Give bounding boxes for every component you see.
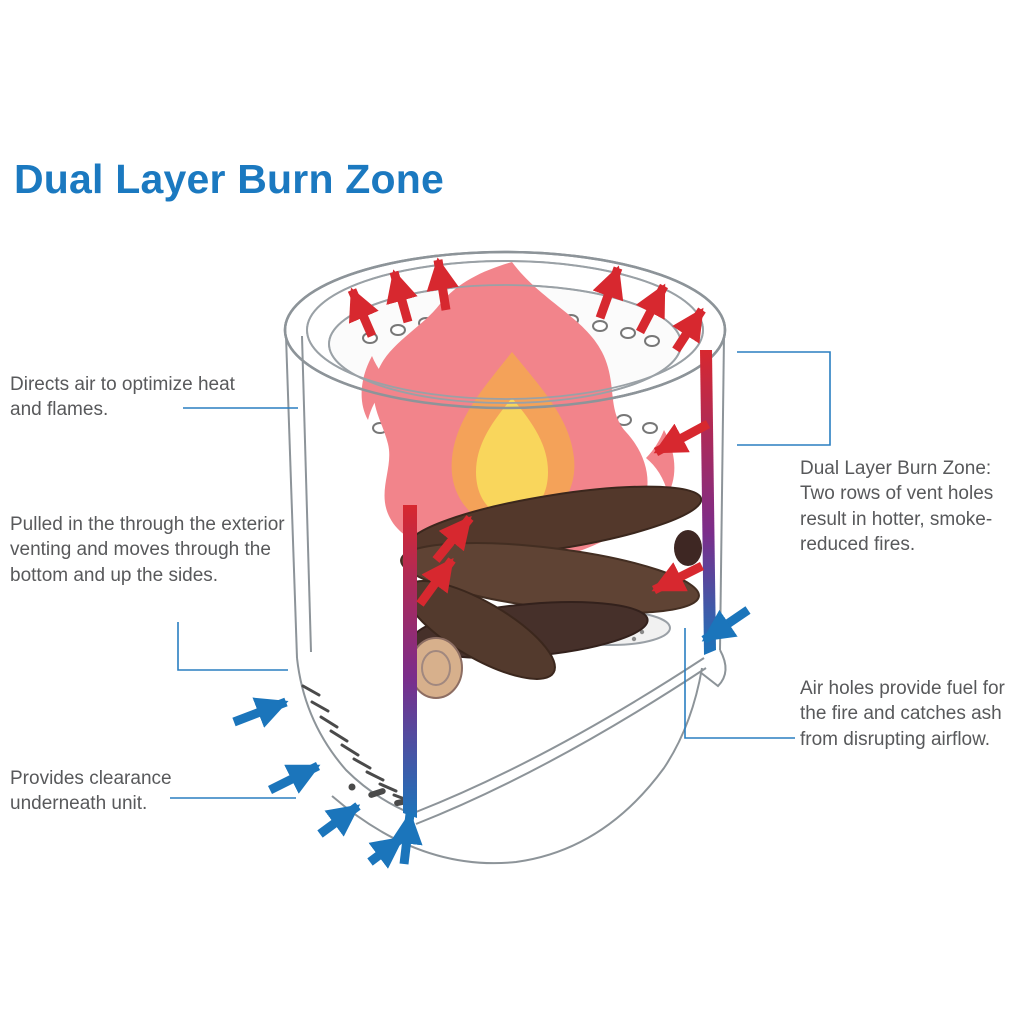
callout-pulled-in: Pulled in the through the exterior venti… [10,514,285,586]
flame-icon [361,262,675,562]
callout-clearance: Provides clearance underneath unit. [10,768,172,815]
base-vents [301,684,412,807]
hot-air-arrows [347,257,711,607]
logs [400,485,703,699]
callout-dual-layer: Dual Layer Burn Zone: Two rows of vent h… [800,458,994,555]
callout-lines [170,351,831,799]
page-title: Dual Layer Burn Zone [14,156,445,202]
callout-directs-air: Directs air to optimize heat and flames. [10,374,235,421]
cool-air-arrows [232,606,751,869]
callout-air-holes: Air holes provide fuel for the fire and … [800,678,1005,750]
